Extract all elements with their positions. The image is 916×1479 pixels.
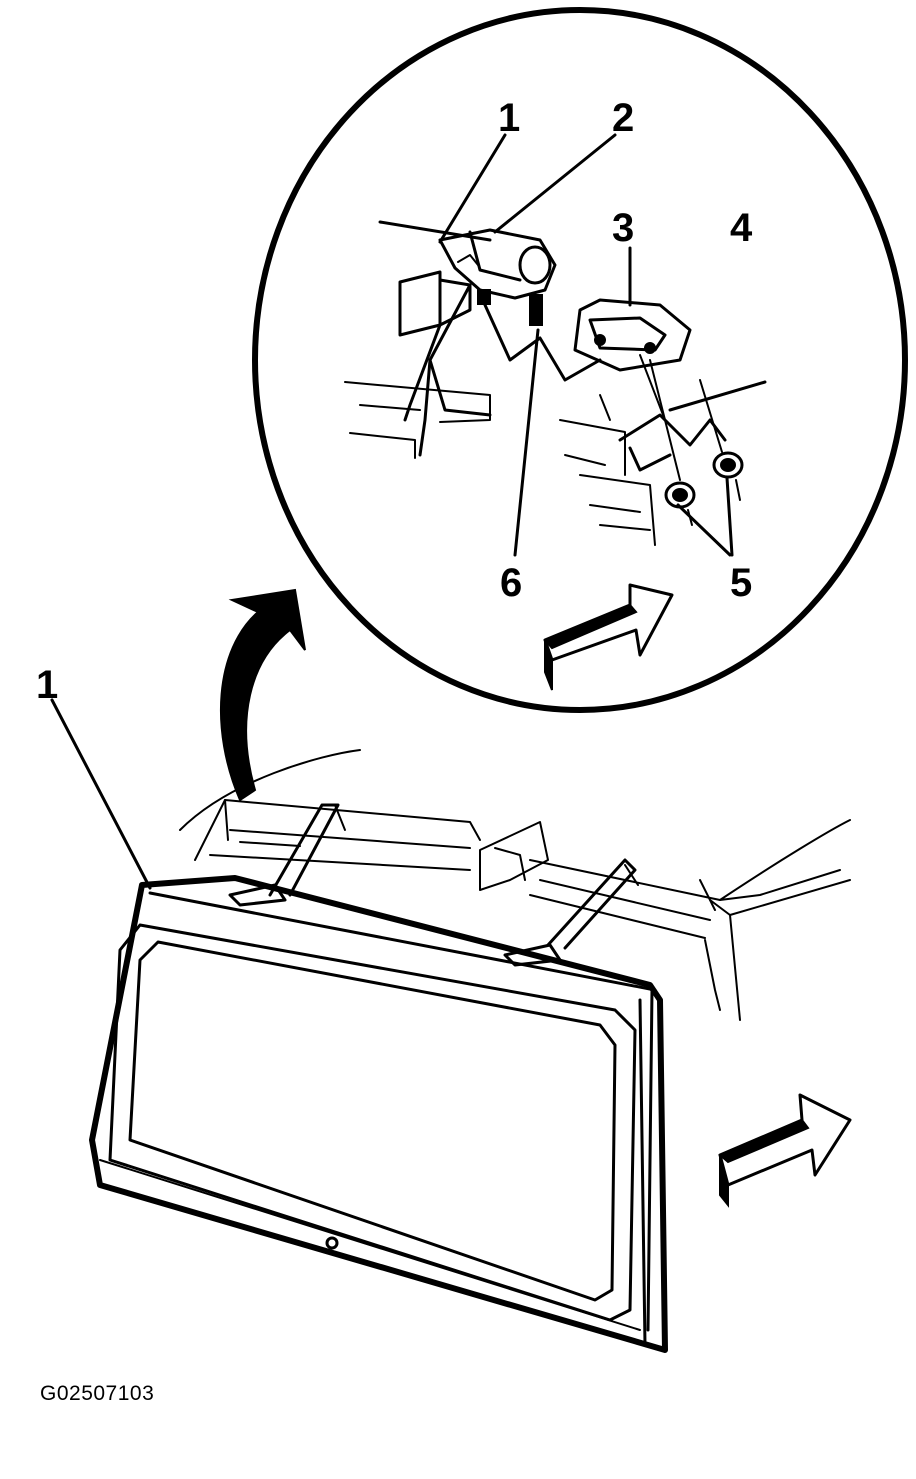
detail-roof-panel — [344, 381, 656, 546]
hinge-liftgate-side — [398, 270, 492, 457]
hinge-seal-pad — [573, 298, 692, 372]
vehicle-body — [179, 749, 851, 1021]
callout-5: 5 — [730, 561, 753, 605]
hinge-body — [438, 228, 557, 326]
detail-circle — [252, 7, 908, 713]
detail-view — [252, 7, 908, 713]
figure-id: G02507103 — [40, 1382, 155, 1405]
liftgate — [89, 875, 668, 1353]
callout-3: 3 — [612, 206, 635, 250]
callout-4: 4 — [730, 206, 753, 250]
liftgate-outer — [89, 875, 668, 1353]
glass-pane — [128, 940, 617, 1302]
hinge-linkage — [483, 303, 602, 382]
callout-1-detail: 1 — [498, 96, 521, 140]
callout-1-main: 1 — [36, 663, 59, 707]
detail-leader-lines — [378, 133, 767, 557]
glass-frame — [108, 923, 637, 1322]
front-arrow-detail — [543, 583, 674, 691]
front-arrow-main — [718, 1093, 852, 1208]
lock-cylinder — [325, 1236, 339, 1250]
callout-2: 2 — [612, 96, 635, 140]
main-leader-line — [50, 698, 152, 890]
magnify-arrow — [219, 588, 306, 802]
callout-6: 6 — [500, 561, 523, 605]
